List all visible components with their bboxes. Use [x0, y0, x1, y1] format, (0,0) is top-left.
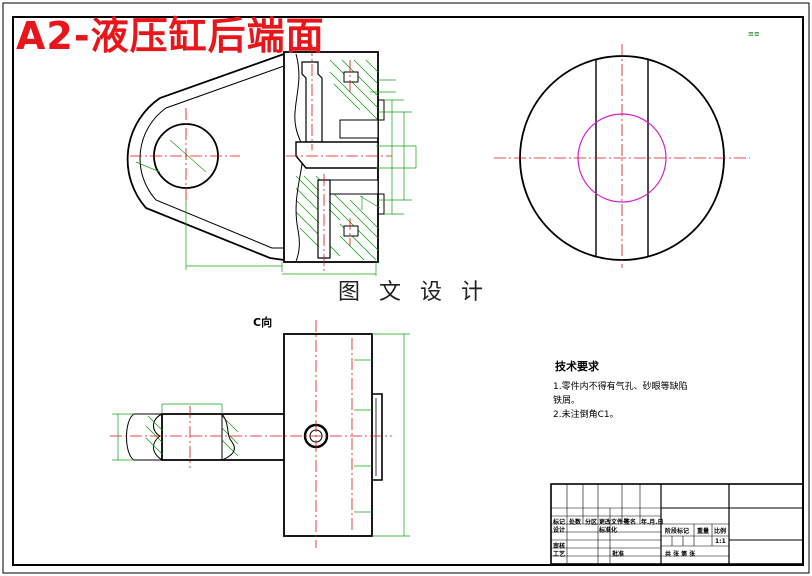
- inner-frame: [12, 16, 804, 566]
- front-view: [126, 44, 417, 276]
- tb-change-doc: 更改文件号: [599, 519, 630, 526]
- tb-mark: 标记: [553, 519, 566, 526]
- tb-sheets: 共 张 第 张: [665, 551, 696, 558]
- tb-weight: 重量: [697, 528, 710, 535]
- tb-count: 处数: [569, 519, 582, 526]
- tech-req-heading: 技术要求: [555, 360, 599, 373]
- tech-req-line-1: 1.零件内不得有气孔、砂眼等缺陷: [553, 382, 688, 392]
- tb-sign: 签名: [624, 519, 637, 526]
- tb-review: 审核: [553, 543, 566, 550]
- tb-design: 设计: [553, 527, 566, 534]
- tb-standardize: 标准化: [599, 527, 618, 534]
- watermark-text: 图 文 设 计: [338, 280, 489, 305]
- tb-stage-mark: 阶段标记: [665, 528, 690, 535]
- tb-scale: 比例: [714, 528, 727, 535]
- tb-zone: 分区: [585, 519, 598, 526]
- tech-req-line-2: 铁屑。: [553, 396, 581, 406]
- technical-requirements: 技术要求 1.零件内不得有气孔、砂眼等缺陷 铁屑。 2.未注倒角C1。: [553, 360, 688, 422]
- tech-req-line-3: 2.未注倒角C1。: [553, 410, 619, 420]
- title-block: [550, 483, 804, 565]
- tb-process: 工艺: [553, 551, 566, 558]
- side-view: [494, 44, 750, 268]
- roughness-mark: ≡≡: [748, 30, 760, 38]
- view-label-c: C向: [253, 316, 273, 329]
- overlay-title: A2-液压缸后端面: [16, 14, 325, 58]
- tb-date: 年.月.日: [641, 519, 664, 526]
- tb-scale-value: 1:1: [715, 538, 726, 545]
- top-view-c: [110, 320, 410, 548]
- tb-approve: 批准: [612, 551, 625, 558]
